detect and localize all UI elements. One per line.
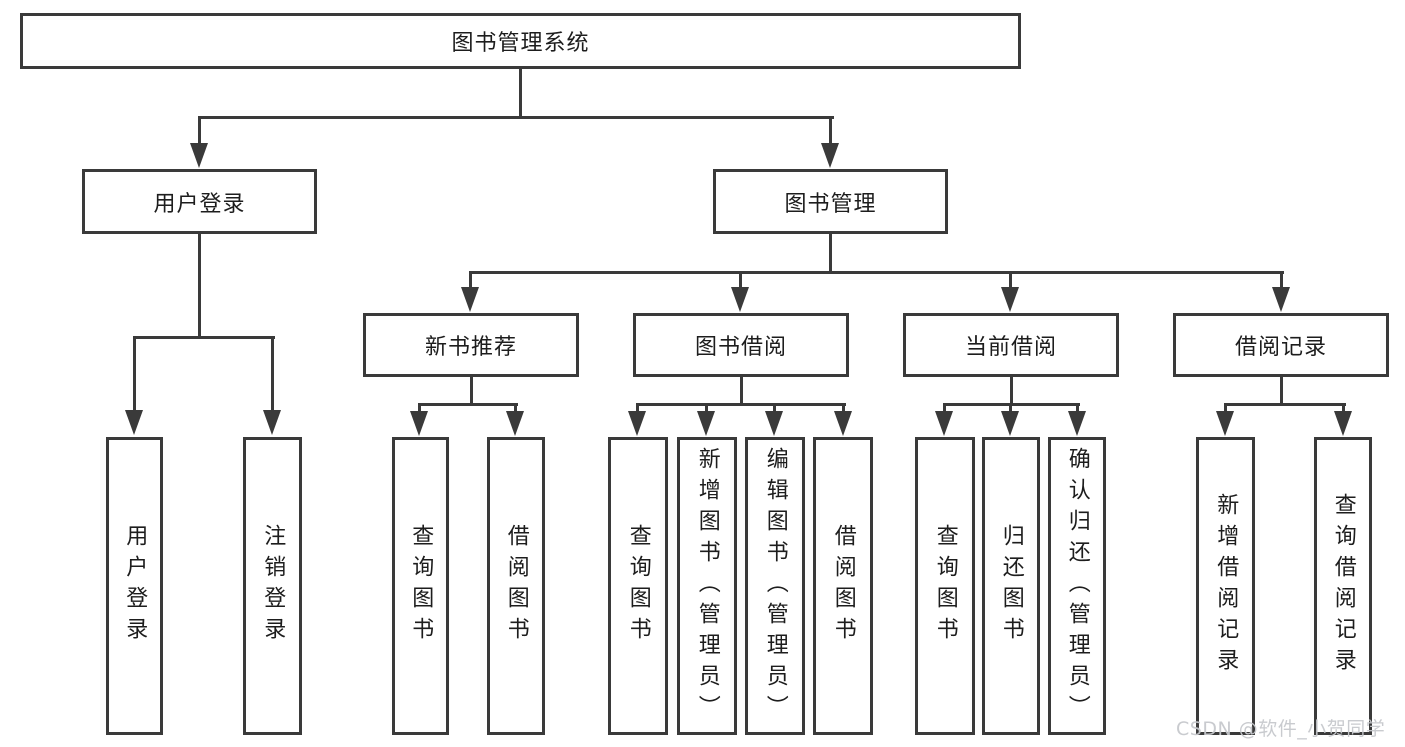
leaf-query-borrow-record: 查询借阅记录 bbox=[1314, 437, 1372, 735]
leaf-borrow-books-recommend-label: 借阅图书 bbox=[503, 524, 529, 648]
node-current-borrow: 当前借阅 bbox=[903, 313, 1119, 377]
arrow-down-icon bbox=[834, 411, 852, 436]
leaf-query-books-current: 查询图书 bbox=[915, 437, 975, 735]
arrow-down-icon bbox=[731, 287, 749, 312]
leaf-query-books-recommend-label: 查询图书 bbox=[408, 524, 434, 648]
arrow-down-icon bbox=[1334, 411, 1352, 436]
arrow-down-icon bbox=[1001, 411, 1019, 436]
connector-drop bbox=[469, 271, 472, 289]
connector-recommend-stub bbox=[470, 374, 473, 405]
node-current-borrow-label: 当前借阅 bbox=[964, 335, 1057, 360]
node-borrow-records-label: 借阅记录 bbox=[1234, 335, 1327, 360]
connector-drop-user-login bbox=[198, 116, 201, 146]
arrow-down-icon bbox=[697, 411, 715, 436]
arrow-down-icon bbox=[190, 143, 208, 168]
connector-current-stub bbox=[1010, 374, 1013, 405]
connector-drop bbox=[418, 404, 421, 413]
leaf-add-borrow-record: 新增借阅记录 bbox=[1196, 437, 1255, 735]
arrow-down-icon bbox=[1272, 287, 1290, 312]
connector-drop bbox=[1009, 404, 1012, 413]
arrow-down-icon bbox=[1068, 411, 1086, 436]
connector-root-stub bbox=[519, 66, 522, 118]
connector-book-management-stub bbox=[829, 231, 832, 274]
connector-drop bbox=[1342, 404, 1345, 413]
arrow-down-icon bbox=[1216, 411, 1234, 436]
connector-drop bbox=[1224, 404, 1227, 413]
leaf-logout-login-label: 注销登录 bbox=[260, 524, 286, 648]
leaf-borrow-books-label: 借阅图书 bbox=[830, 524, 856, 648]
leaf-add-books-admin: 新增图书（管理员） bbox=[677, 437, 737, 735]
leaf-borrow-books: 借阅图书 bbox=[813, 437, 873, 735]
connector-drop bbox=[271, 336, 274, 413]
leaf-confirm-return-admin-label: 确认归还（管理员） bbox=[1064, 446, 1090, 726]
leaf-user-login-label: 用户登录 bbox=[122, 524, 148, 648]
connector-drop bbox=[739, 271, 742, 289]
leaf-query-books-borrow: 查询图书 bbox=[608, 437, 668, 735]
leaf-add-borrow-record-label: 新增借阅记录 bbox=[1213, 493, 1239, 679]
arrow-down-icon bbox=[263, 410, 281, 435]
leaf-return-books: 归还图书 bbox=[982, 437, 1040, 735]
leaf-edit-books-admin-label: 编辑图书（管理员） bbox=[762, 446, 788, 726]
arrow-down-icon bbox=[1001, 287, 1019, 312]
node-user-login: 用户登录 bbox=[82, 169, 317, 234]
node-user-login-label: 用户登录 bbox=[153, 191, 246, 217]
leaf-confirm-return-admin: 确认归还（管理员） bbox=[1048, 437, 1106, 735]
node-book-management: 图书管理 bbox=[713, 169, 948, 234]
leaf-query-books-current-label: 查询图书 bbox=[932, 524, 958, 648]
arrow-down-icon bbox=[821, 143, 839, 168]
arrow-down-icon bbox=[765, 411, 783, 436]
arrow-down-icon bbox=[935, 411, 953, 436]
node-new-book-recommend: 新书推荐 bbox=[363, 313, 579, 377]
connector-level3-bus bbox=[469, 271, 1284, 274]
connector-drop bbox=[943, 404, 946, 413]
connector-drop bbox=[636, 404, 639, 413]
connector-drop bbox=[1076, 404, 1079, 413]
leaf-query-books-recommend: 查询图书 bbox=[392, 437, 449, 735]
node-book-borrow: 图书借阅 bbox=[633, 313, 849, 377]
node-book-management-label: 图书管理 bbox=[784, 191, 877, 217]
connector-drop bbox=[1280, 271, 1283, 289]
arrow-down-icon bbox=[461, 287, 479, 312]
connector-drop bbox=[1009, 271, 1012, 289]
connector-drop-book-management bbox=[829, 116, 832, 146]
leaf-edit-books-admin: 编辑图书（管理员） bbox=[745, 437, 805, 735]
node-root-label: 图书管理系统 bbox=[451, 31, 590, 56]
leaf-borrow-books-recommend: 借阅图书 bbox=[487, 437, 545, 735]
connector-borrow-stub bbox=[740, 374, 743, 405]
connector-recommend-bus bbox=[418, 403, 518, 406]
arrow-down-icon bbox=[125, 410, 143, 435]
csdn-watermark: CSDN @软件_小贺同学 bbox=[1176, 718, 1386, 740]
leaf-return-books-label: 归还图书 bbox=[998, 524, 1024, 648]
connector-user-login-bus bbox=[133, 336, 275, 339]
connector-drop bbox=[705, 404, 708, 413]
connector-drop bbox=[514, 404, 517, 413]
arrow-down-icon bbox=[628, 411, 646, 436]
node-book-borrow-label: 图书借阅 bbox=[694, 335, 787, 360]
connector-records-stub bbox=[1280, 374, 1283, 405]
leaf-query-borrow-record-label: 查询借阅记录 bbox=[1330, 493, 1356, 679]
connector-user-login-stub bbox=[198, 231, 201, 338]
arrow-down-icon bbox=[506, 411, 524, 436]
arrow-down-icon bbox=[410, 411, 428, 436]
connector-drop bbox=[773, 404, 776, 413]
leaf-add-books-admin-label: 新增图书（管理员） bbox=[694, 446, 720, 726]
node-new-book-recommend-label: 新书推荐 bbox=[424, 335, 517, 360]
connector-drop bbox=[133, 336, 136, 413]
node-root: 图书管理系统 bbox=[20, 13, 1021, 69]
connector-drop bbox=[842, 404, 845, 413]
connector-records-bus bbox=[1224, 403, 1346, 406]
connector-borrow-bus bbox=[636, 403, 846, 406]
leaf-user-login: 用户登录 bbox=[106, 437, 163, 735]
connector-level2-bus bbox=[198, 116, 834, 119]
leaf-logout-login: 注销登录 bbox=[243, 437, 302, 735]
node-borrow-records: 借阅记录 bbox=[1173, 313, 1389, 377]
leaf-query-books-borrow-label: 查询图书 bbox=[625, 524, 651, 648]
